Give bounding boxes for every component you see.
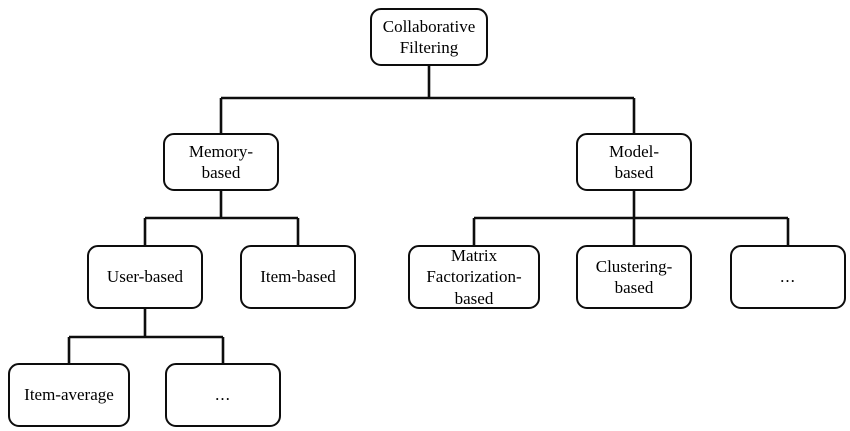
node-memory-based[interactable]: Memory- based bbox=[163, 133, 279, 191]
node-collaborative-filtering[interactable]: Collaborative Filtering bbox=[370, 8, 488, 66]
node-user-based-more[interactable]: ... bbox=[165, 363, 281, 427]
node-matrix-factorization-based[interactable]: Matrix Factorization- based bbox=[408, 245, 540, 309]
node-model-based-more[interactable]: ... bbox=[730, 245, 846, 309]
node-model-based[interactable]: Model- based bbox=[576, 133, 692, 191]
node-clustering-based[interactable]: Clustering- based bbox=[576, 245, 692, 309]
node-user-based[interactable]: User-based bbox=[87, 245, 203, 309]
node-item-average[interactable]: Item-average bbox=[8, 363, 130, 427]
node-item-based[interactable]: Item-based bbox=[240, 245, 356, 309]
